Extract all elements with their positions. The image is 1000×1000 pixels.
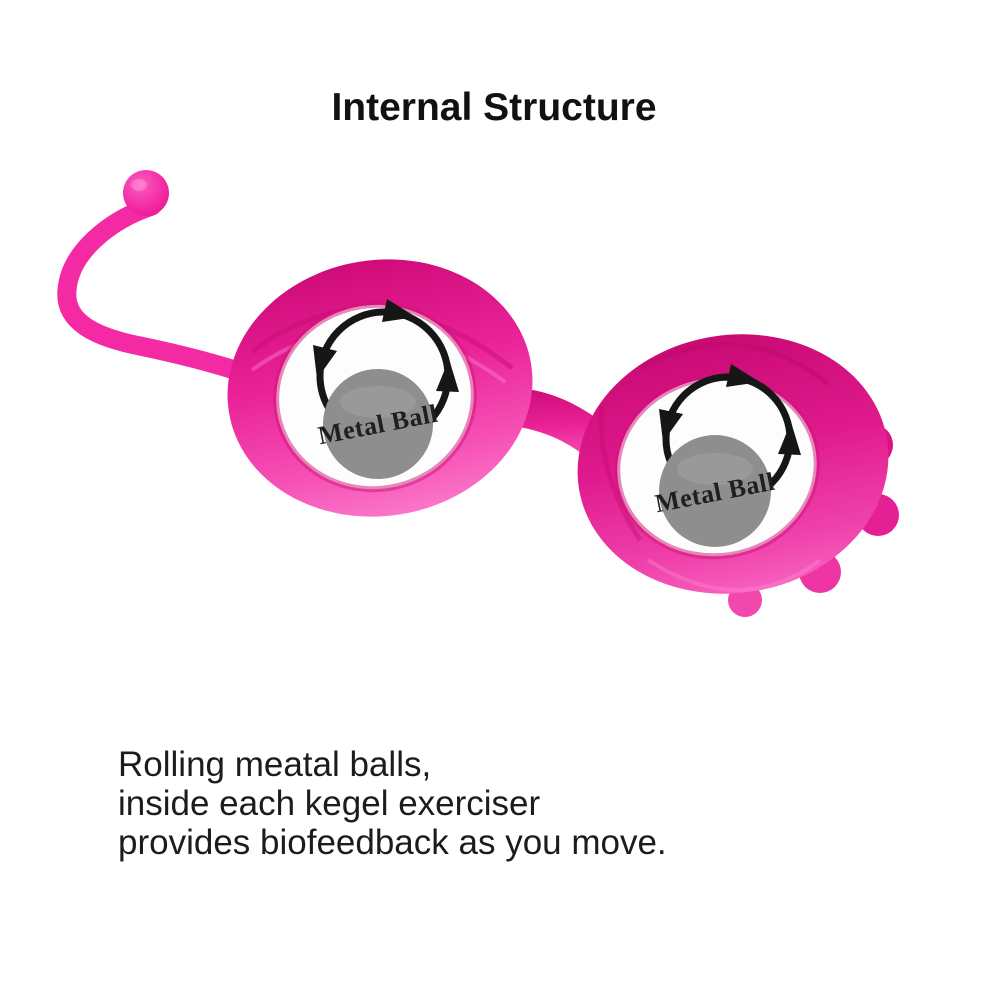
right-arrowhead-right: [778, 422, 801, 455]
cord-tip-highlight: [131, 179, 147, 191]
left-metal-ball-sheen: [340, 386, 416, 418]
caption-line-1: Rolling meatal balls,: [118, 745, 432, 784]
caption-line-3: provides biofeedback as you move.: [118, 823, 667, 862]
right-chamber: Metal Ball: [577, 334, 899, 617]
right-shell-inner-crease: [598, 405, 643, 542]
right-rotation-arrowheads: [659, 364, 801, 455]
page-title: Internal Structure: [331, 86, 657, 129]
cord-string: [57, 196, 276, 391]
right-arrowhead-top: [726, 364, 760, 387]
right-metal-ball: [659, 435, 771, 547]
right-shell-ridge-highlight: [646, 558, 822, 592]
cord-tip-ball: [123, 170, 169, 216]
left-metal-ball: [323, 369, 433, 479]
left-arrowhead-top: [382, 299, 416, 322]
caption: Rolling meatal balls, inside each kegel …: [118, 745, 667, 862]
left-rotation-arrowheads: [313, 299, 459, 392]
right-metal-ball-sheen: [677, 453, 753, 485]
right-arrowhead-left: [659, 409, 683, 442]
caption-line-2: inside each kegel exerciser: [118, 784, 541, 823]
retrieval-cord: [57, 170, 276, 391]
left-chamber: Metal Ball: [227, 259, 533, 517]
right-shell-ridge-crease: [638, 342, 830, 386]
left-arrowhead-right: [436, 359, 459, 392]
left-arrowhead-left: [313, 345, 337, 379]
